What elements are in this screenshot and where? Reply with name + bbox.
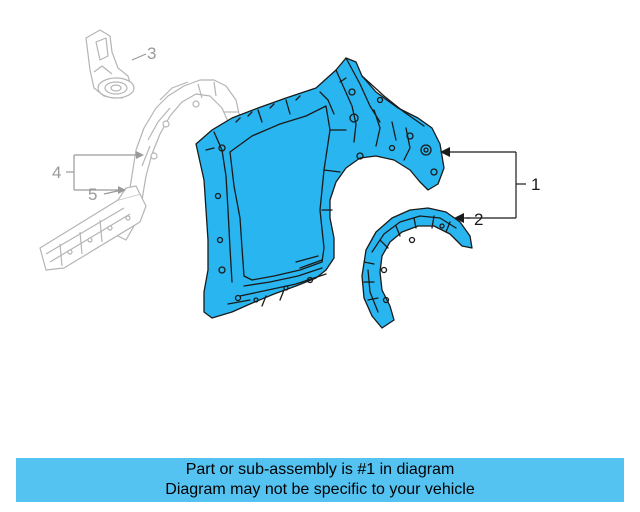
callout-3: 3 [147, 44, 156, 63]
callout-1: 1 [531, 175, 540, 194]
leader-arrowheads [440, 147, 464, 223]
parts-diagram: 1 2 3 4 5 [39, 29, 540, 329]
diagram-canvas: 1 2 3 4 5 [39, 29, 540, 329]
caption-line-1: Part or sub-assembly is #1 in diagram [185, 461, 455, 478]
callout-2: 2 [474, 210, 483, 229]
faded-leaders [66, 53, 147, 195]
faded-arrowheads [118, 151, 144, 194]
callout-4: 4 [52, 163, 61, 182]
caption-banner: Part or sub-assembly is #1 in diagram Di… [16, 458, 624, 502]
caption-line-2: Diagram may not be specific to your vehi… [165, 481, 475, 498]
leader-lines [444, 151, 526, 219]
wheelhouse-part-2 [361, 207, 473, 329]
rocker-part-5 [39, 185, 147, 271]
quarter-panel-part-1 [195, 57, 445, 319]
callout-5: 5 [88, 185, 97, 204]
bracket-part-3 [85, 29, 135, 99]
